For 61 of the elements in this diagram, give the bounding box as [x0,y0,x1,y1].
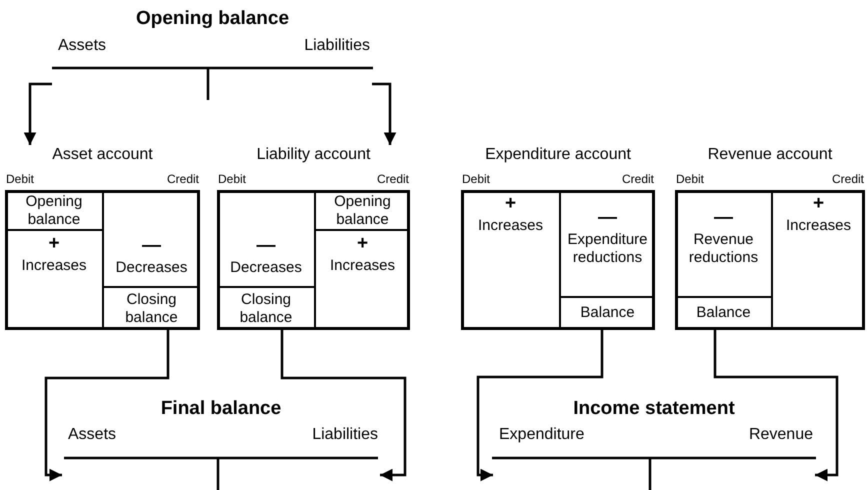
account-cell [5,230,103,330]
column-label: Debit [676,172,704,186]
t-account-title: Income statement [572,398,736,420]
t-account-title: Opening balance [134,8,290,30]
sign-symbol: — [142,237,161,255]
t-account-title: Final balance [160,398,282,420]
cell-text: Closing balance [124,291,179,327]
cell-text: Balance [696,304,751,322]
side-label: Assets [68,425,116,445]
sign-symbol: — [256,237,276,255]
side-label: Revenue [748,425,813,445]
account-title: Revenue account [706,145,834,165]
arrow [372,82,396,145]
cell-text: Revenue reductions [688,231,760,267]
account-cell [103,287,200,330]
arrow [44,330,170,482]
side-label: Liabilities [304,36,370,56]
account-cell [103,190,200,287]
cell-text: Balance [580,304,635,322]
sign-symbol: + [812,195,824,213]
column-label: Debit [6,172,34,186]
arrow [476,330,604,482]
account-cell [560,297,655,330]
column-label: Debit [218,172,246,186]
cell-text: Opening balance [24,193,84,229]
account-cell [315,230,410,330]
side-label: Assets [58,36,106,56]
account-cell [5,190,103,230]
cell-text: Opening balance [333,193,392,229]
account-title: Expenditure account [484,145,632,165]
sign-symbol: — [598,209,617,227]
cell-text: Decreases [116,259,188,277]
column-label: Credit [622,172,654,186]
account-cell [675,190,772,297]
account-title: Liability account [256,145,372,165]
account-cell [560,190,655,297]
cell-text: Increases [21,257,87,275]
side-label: Liabilities [312,425,378,445]
side-label: Expenditure [499,425,584,445]
arrow [24,82,52,145]
cell-text: Closing balance [238,291,294,327]
sign-symbol: + [504,195,516,213]
arrow [714,330,838,482]
sign-symbol: + [48,235,60,253]
column-label: Debit [462,172,490,186]
account-title: Asset account [51,145,154,165]
column-label: Credit [376,172,409,186]
cell-text: Increases [786,217,852,235]
account-cell [315,190,410,230]
account-cell [675,297,772,330]
column-label: Credit [166,172,199,186]
cell-text: Increases [478,217,544,235]
arrow [280,330,406,482]
cell-text: Increases [330,257,396,275]
account-cell [217,190,315,287]
account-cell [217,287,315,330]
cell-text: Decreases [230,259,302,277]
sign-symbol: + [356,235,368,253]
column-label: Credit [832,172,864,186]
cell-text: Expenditure reductions [566,231,649,267]
sign-symbol: — [714,209,733,227]
